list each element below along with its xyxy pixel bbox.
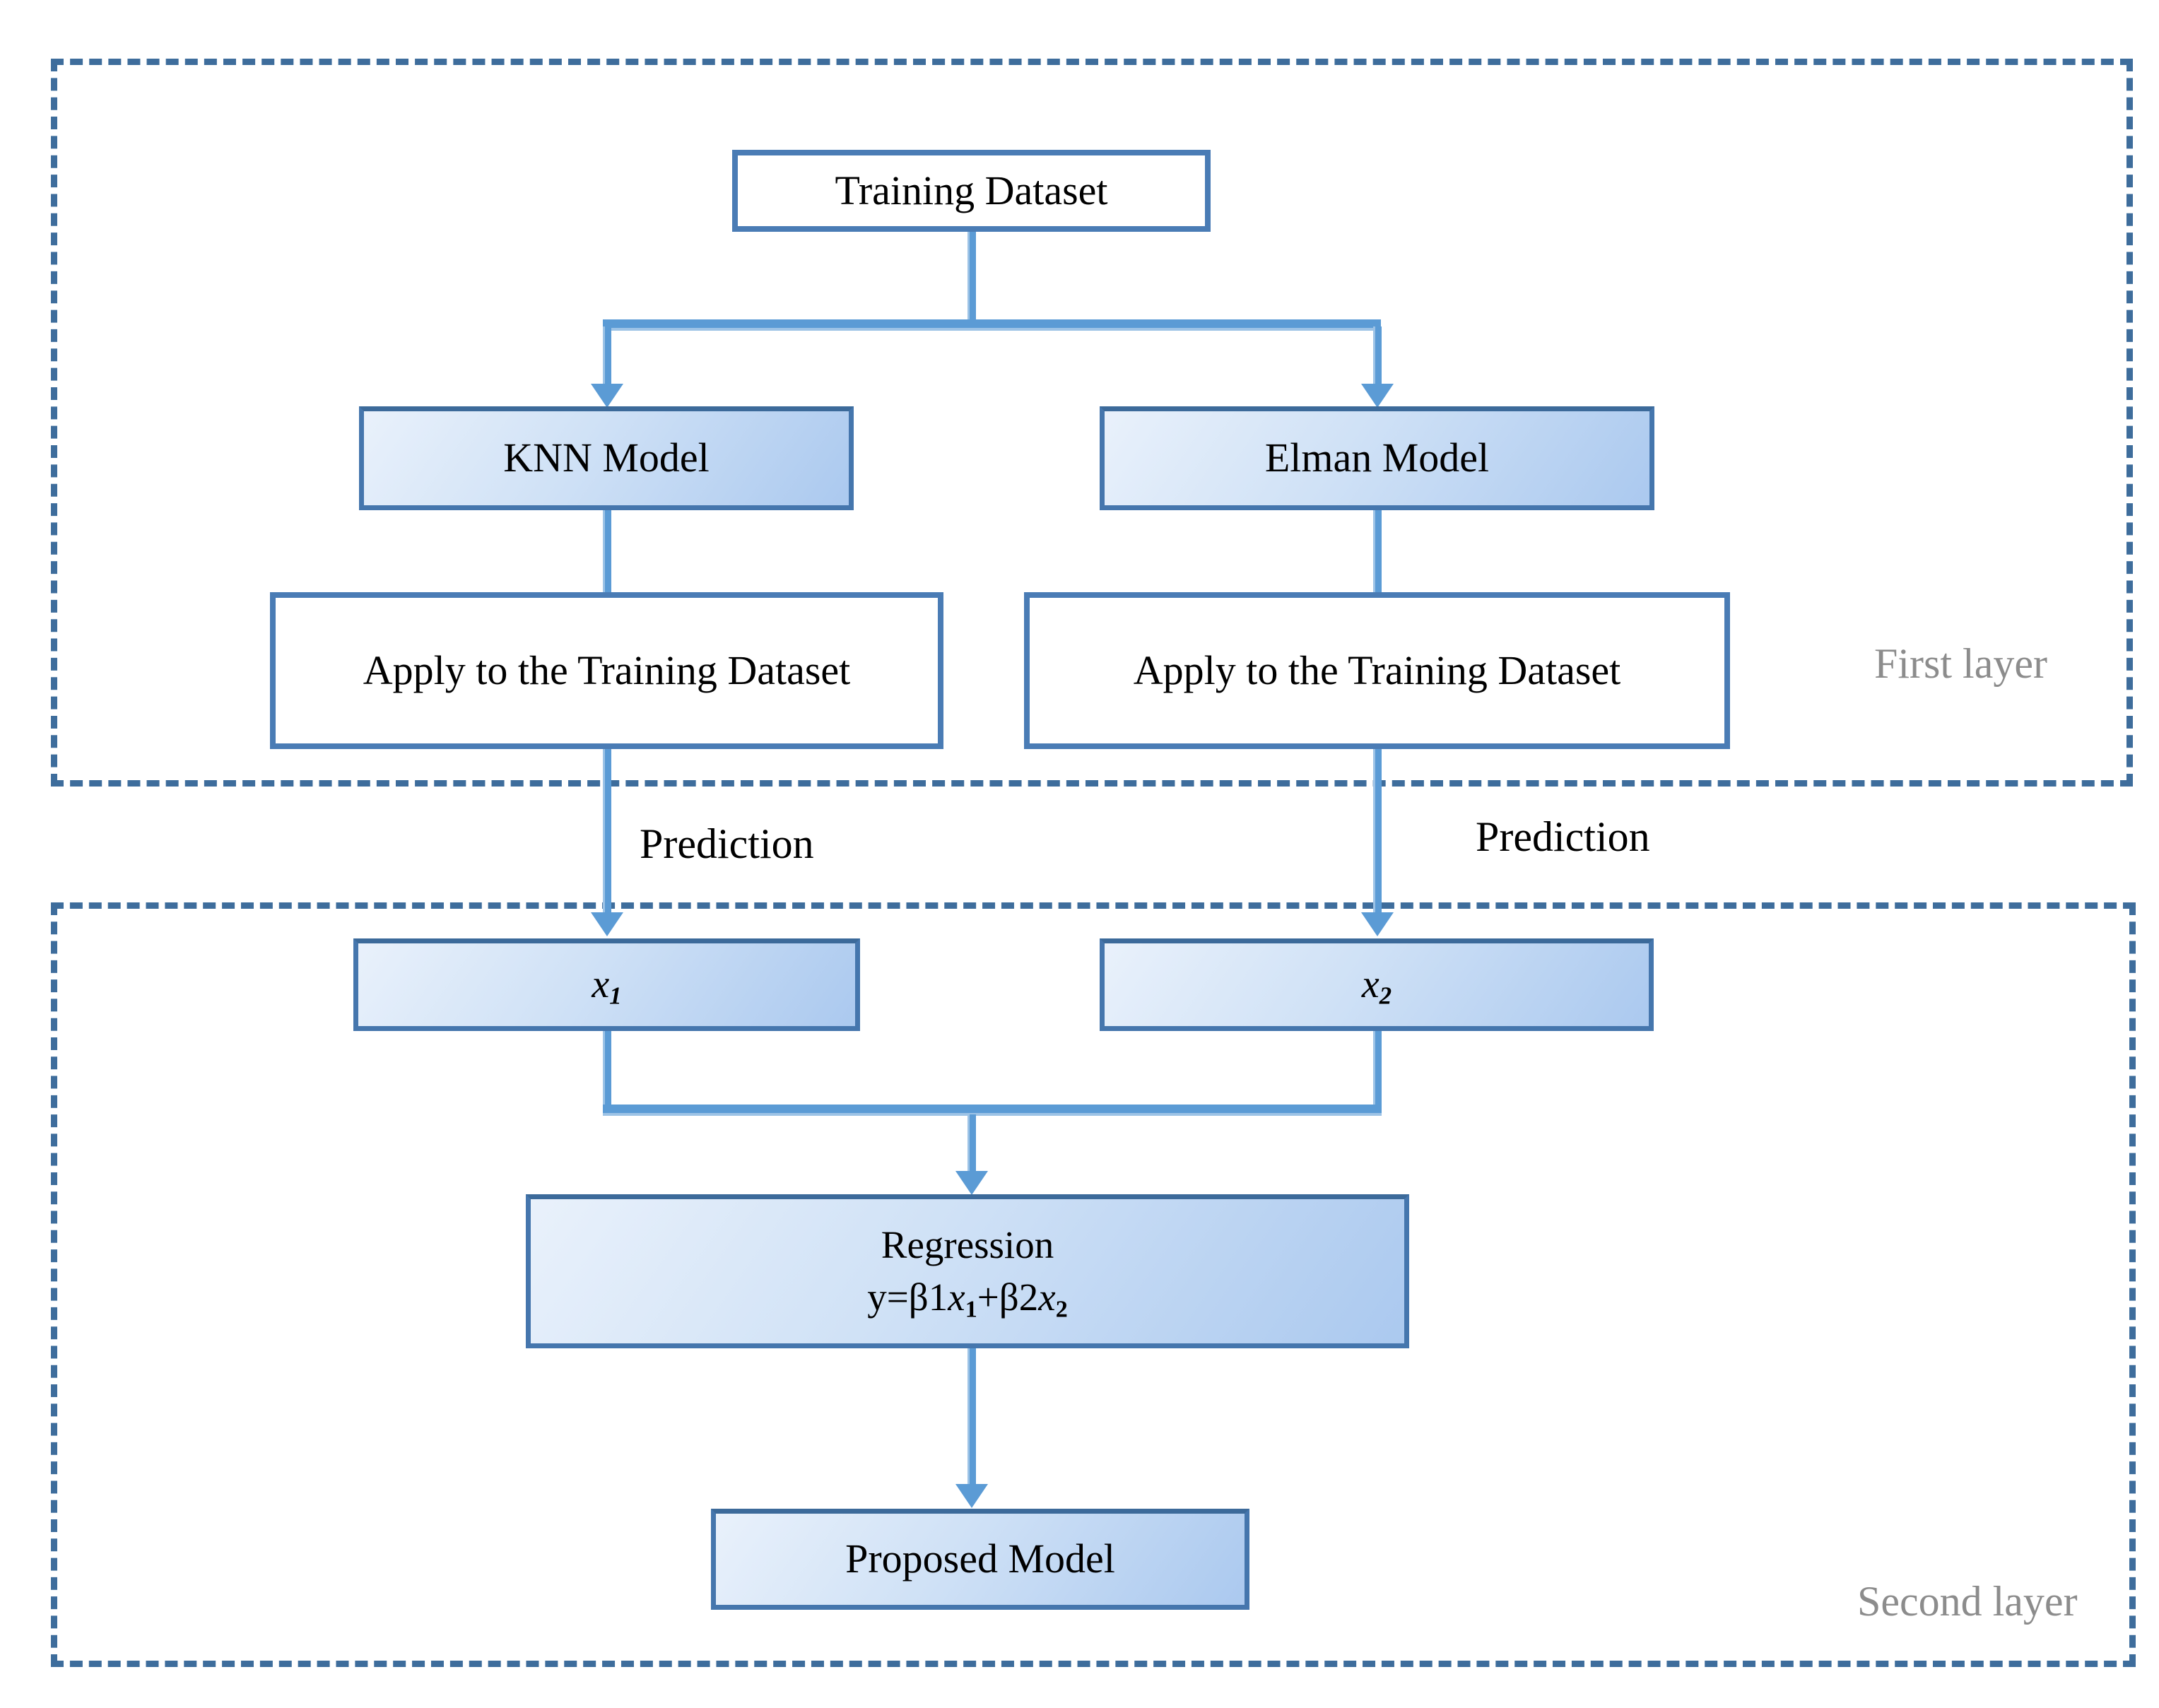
elman-model-label: Elman Model — [1264, 435, 1490, 481]
arrowhead-into-x1-icon — [591, 912, 623, 936]
apply-training-right-node: Apply to the Training Dataset — [1024, 592, 1730, 749]
connector-x2-to-merge — [1373, 1030, 1382, 1109]
proposed-model-node: Proposed Model — [711, 1509, 1249, 1610]
connector-regression-to-proposed — [967, 1347, 976, 1485]
regression-title: Regression — [881, 1223, 1054, 1266]
prediction-label-right: Prediction — [1476, 813, 1650, 860]
connector-apply-left-to-x1 — [603, 748, 611, 914]
arrowhead-into-regression-icon — [955, 1171, 988, 1195]
x2-node: x2 — [1100, 938, 1654, 1031]
connector-merge-to-regression — [967, 1114, 976, 1174]
training-dataset-node: Training Dataset — [732, 150, 1211, 232]
x1-node: x1 — [353, 938, 860, 1031]
first-layer-label: First layer — [1874, 640, 2047, 687]
prediction-label-left: Prediction — [640, 820, 814, 867]
x1-label: x1 — [592, 962, 622, 1010]
connector-knn-to-apply — [603, 509, 611, 594]
connector-training-to-branch — [967, 229, 976, 322]
first-layer-region — [51, 59, 2133, 787]
connector-apply-right-to-x2 — [1373, 748, 1382, 914]
apply-training-left-node: Apply to the Training Dataset — [270, 592, 943, 749]
elman-model-node: Elman Model — [1100, 406, 1654, 510]
connector-merge-bar — [603, 1105, 1382, 1116]
regression-node: Regression y=β1x1+β2x2 — [526, 1194, 1409, 1348]
connector-branch-bar — [603, 319, 1381, 331]
arrowhead-into-proposed-icon — [955, 1484, 988, 1508]
x2-label: x2 — [1361, 962, 1392, 1010]
knn-model-node: KNN Model — [359, 406, 854, 510]
arrowhead-into-elman-icon — [1361, 384, 1394, 408]
connector-x1-to-merge — [603, 1030, 611, 1109]
training-dataset-label: Training Dataset — [835, 167, 1108, 213]
connector-branch-to-elman — [1373, 326, 1382, 385]
second-layer-label: Second layer — [1857, 1578, 2078, 1625]
proposed-model-label: Proposed Model — [845, 1536, 1115, 1582]
knn-model-label: KNN Model — [503, 435, 710, 481]
connector-branch-to-knn — [603, 326, 611, 385]
apply-training-right-label: Apply to the Training Dataset — [1133, 647, 1621, 693]
regression-formula: y=β1x1+β2x2 — [867, 1276, 1068, 1323]
connector-elman-to-apply — [1373, 509, 1382, 594]
arrowhead-into-x2-icon — [1361, 912, 1394, 936]
arrowhead-into-knn-icon — [591, 384, 623, 408]
second-layer-region — [51, 902, 2136, 1667]
apply-training-left-label: Apply to the Training Dataset — [363, 647, 851, 693]
